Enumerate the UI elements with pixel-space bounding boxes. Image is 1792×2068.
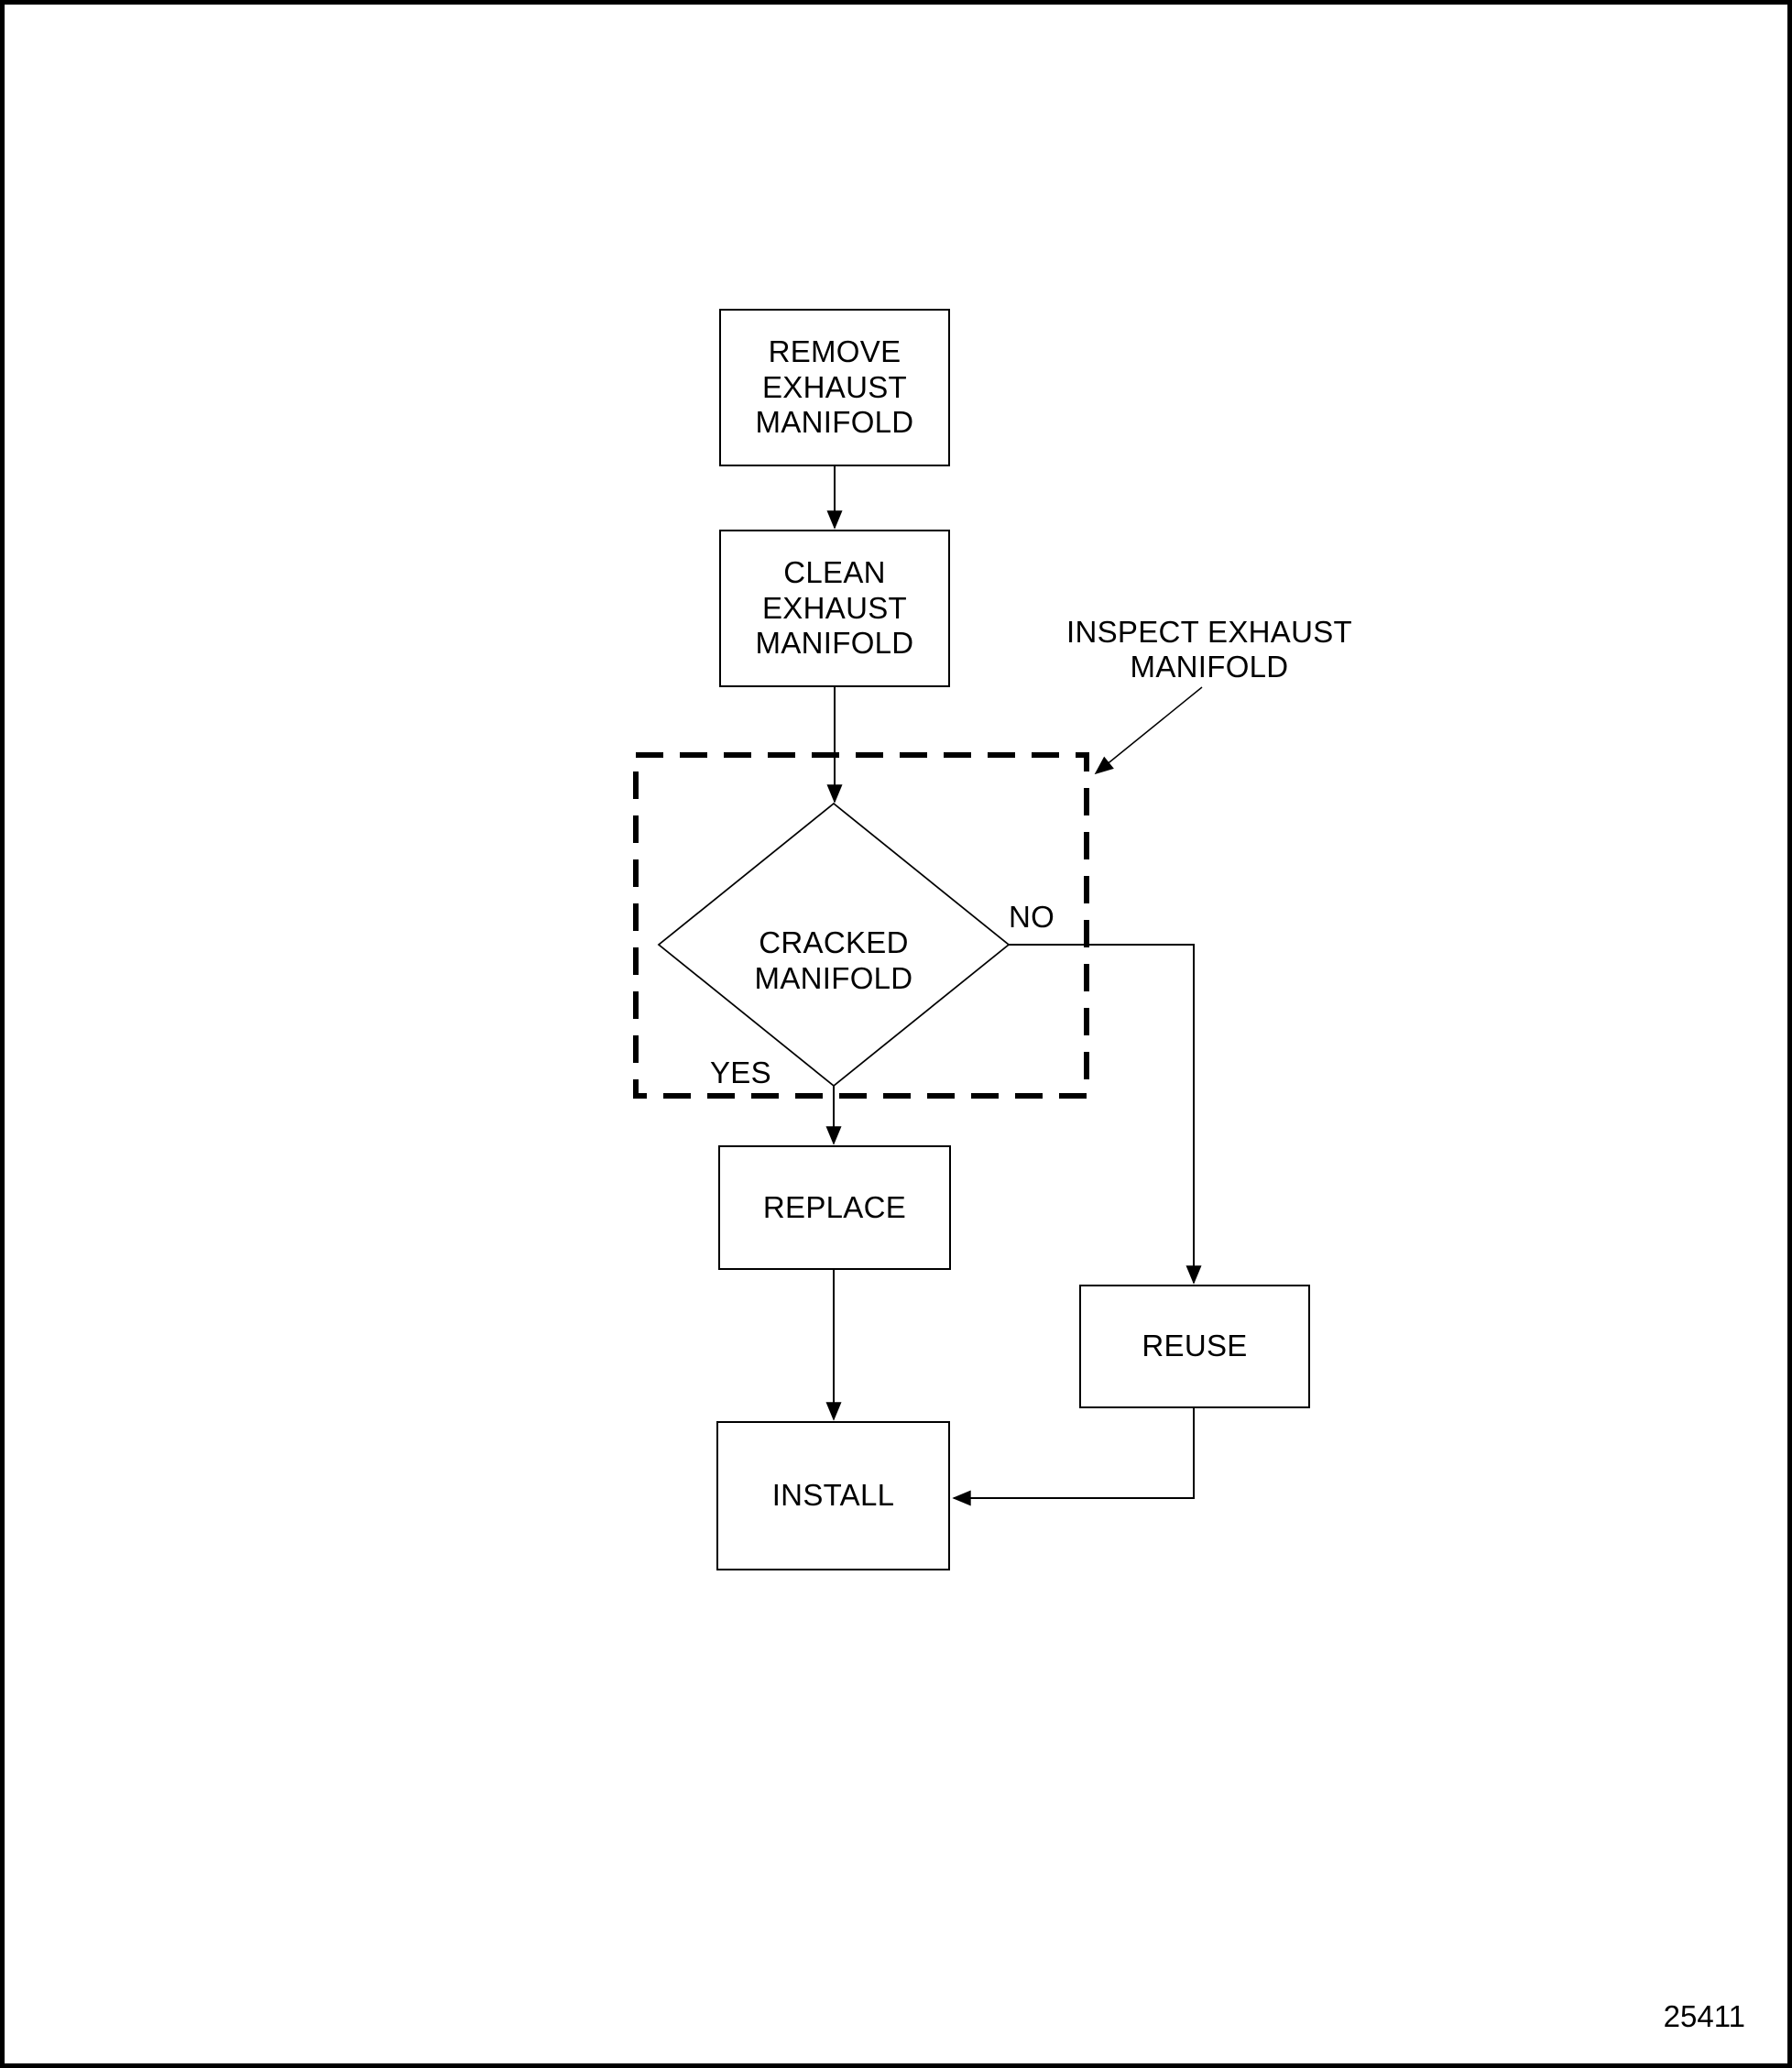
- node-replace-label: REPLACE: [762, 1189, 907, 1224]
- node-remove-label: REMOVE EXHAUST MANIFOLD: [755, 334, 914, 440]
- node-clean-label: CLEAN EXHAUST MANIFOLD: [755, 555, 914, 661]
- node-install: INSTALL: [716, 1421, 950, 1570]
- inspect-leader-arrow: [1094, 686, 1203, 775]
- node-reuse: REUSE: [1079, 1285, 1310, 1408]
- inspect-group-dashed-box: [633, 752, 1089, 1099]
- branch-label-no: NO: [1009, 900, 1055, 934]
- node-cracked-manifold-decision: CRACKED MANIFOLD: [659, 804, 1009, 1086]
- inspect-group-label: INSPECT EXHAUST MANIFOLD: [1066, 615, 1352, 684]
- node-install-label: INSTALL: [771, 1478, 895, 1513]
- node-replace: REPLACE: [718, 1145, 951, 1270]
- branch-label-yes: YES: [710, 1056, 771, 1089]
- node-clean-exhaust-manifold: CLEAN EXHAUST MANIFOLD: [719, 530, 950, 687]
- edge-reuse-to-install: [952, 1408, 1195, 1506]
- figure-number: 25411: [1663, 1999, 1745, 2033]
- flowchart-canvas: [633, 466, 1203, 1506]
- node-reuse-label: REUSE: [1142, 1329, 1248, 1363]
- node-remove-exhaust-manifold: REMOVE EXHAUST MANIFOLD: [719, 309, 950, 466]
- edge-decision-no-to-reuse: [1009, 944, 1202, 1285]
- node-cracked-label: CRACKED MANIFOLD: [754, 925, 913, 995]
